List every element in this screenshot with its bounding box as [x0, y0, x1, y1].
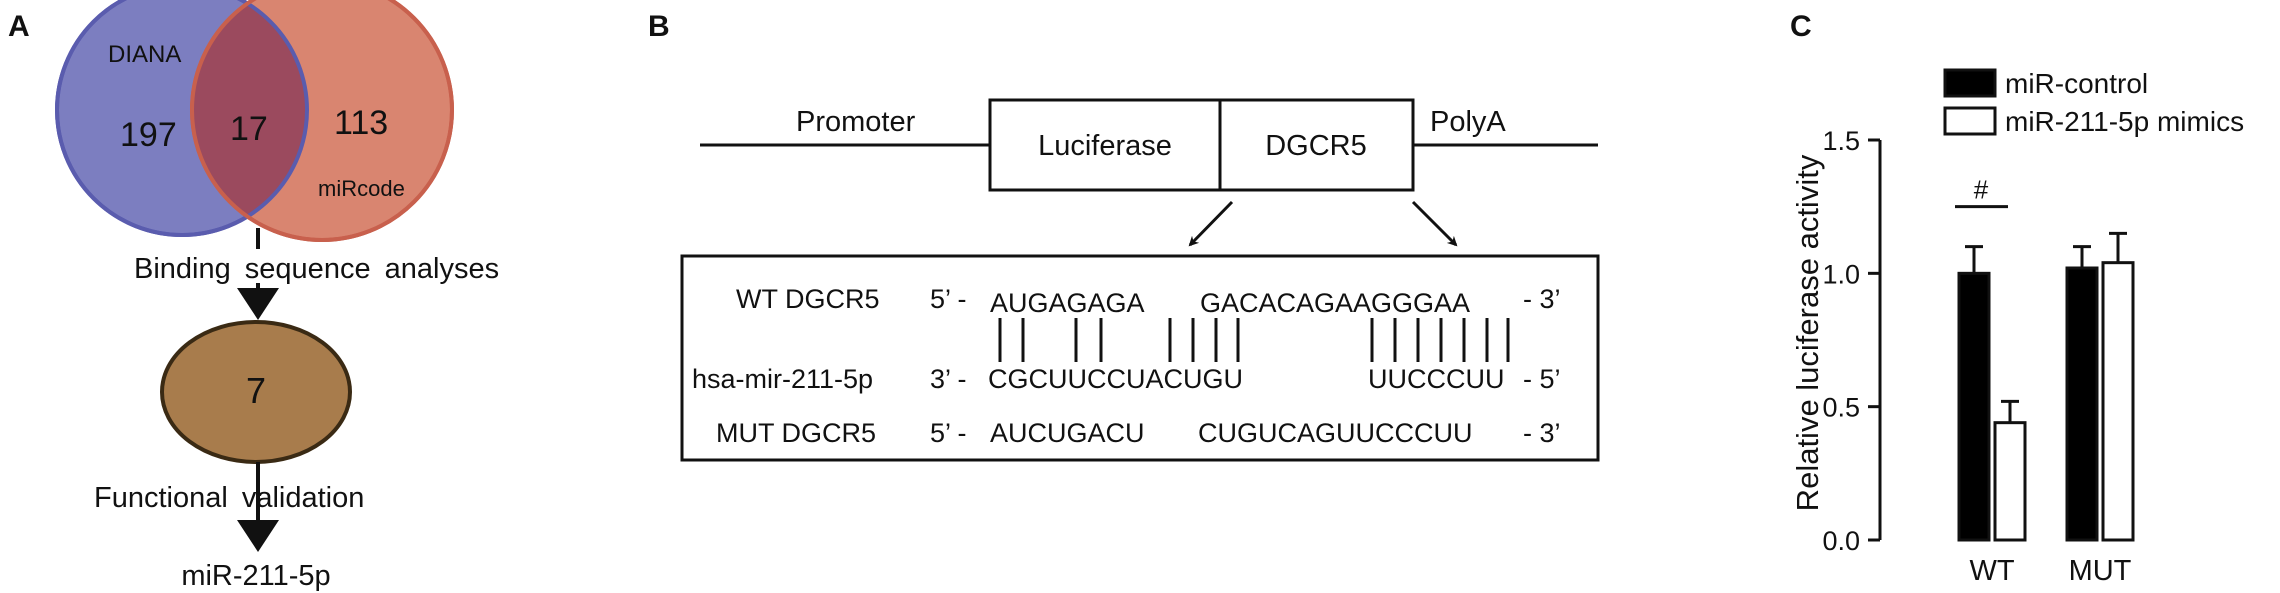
dgcr5-label: DGCR5 — [1265, 130, 1367, 162]
flow-arrow-1-head — [237, 288, 279, 320]
venn-count-diana-only: 197 — [120, 116, 177, 154]
x-tick-label: WT — [1969, 555, 2014, 587]
chart-legend: miR-control miR-211-5p mimics — [1943, 68, 2244, 137]
panel-a-label: A — [8, 10, 30, 43]
final-mirna: miR-211-5p — [181, 560, 330, 592]
y-tick-label: 0.0 — [1822, 526, 1860, 556]
result-count: 7 — [246, 370, 266, 411]
sequence-box — [680, 254, 1600, 462]
y-axis-title: Relative luciferase activity — [1790, 154, 1825, 511]
mut-end: - 3’ — [1523, 418, 1561, 448]
panel-b-label: B — [648, 10, 670, 43]
y-tick-label: 1.5 — [1822, 126, 1860, 156]
flow-step-1-bg — [133, 249, 261, 283]
y-tick-label: 1.0 — [1822, 259, 1860, 289]
flow-step-binding-analyses: Binding sequence analyses — [134, 253, 499, 285]
flow-step-2-bg — [92, 479, 256, 513]
legend-label: miR-211-5p mimics — [2005, 106, 2244, 137]
venn-intersection — [192, 0, 307, 235]
bar-wt-series-2 — [1993, 421, 2027, 542]
panel-a: A DIANA miRcode 197 17 113 Binding seque… — [8, 0, 553, 592]
panel-c: C Relative luciferase activity 0.0 0.5 1.0… — [1790, 10, 2244, 587]
flow-step-functional-validation: Functional validation — [94, 482, 364, 514]
legend-swatch — [1943, 68, 1997, 98]
venn-circle-diana-outline — [55, 0, 309, 237]
mir-name: hsa-mir-211-5p — [692, 364, 873, 394]
bar-mut-series-2 — [2101, 261, 2135, 542]
construct-box — [988, 98, 1415, 192]
mut-name: MUT DGCR5 — [716, 418, 876, 448]
base-pair-lines — [998, 318, 1510, 362]
legend-label: miR-control — [2005, 68, 2148, 99]
x-tick-label: MUT — [2069, 555, 2132, 587]
mir-seq-part2: UUCCCUU — [1368, 364, 1505, 394]
flow-arrow-2-head — [237, 520, 279, 552]
bar-mut-series-1 — [2065, 266, 2099, 542]
venn-circle-mircode-outline — [190, 0, 454, 242]
panel-b: B Promoter Luciferase DGCR5 PolyA WT DGC… — [648, 10, 1600, 462]
venn-count-mircode-only: 113 — [334, 104, 388, 142]
luciferase-label: Luciferase — [1038, 130, 1172, 162]
venn-count-intersection: 17 — [230, 110, 268, 148]
flow-step-2-bg-2 — [262, 479, 412, 513]
significance-mark: # — [1974, 175, 1989, 205]
mir-dir: 3’ - — [930, 364, 967, 394]
bar-chart: 0.0 0.5 1.0 1.5WT MUT # — [1822, 126, 2135, 587]
flow-step-1-bg-2 — [263, 249, 553, 283]
venn-label-diana: DIANA — [108, 41, 181, 68]
wt-seq-part2: GACACAGAAGGGAA — [1200, 288, 1470, 318]
panel-c-label: C — [1790, 10, 1812, 43]
wt-seq-part1: AUGAGAGA — [990, 288, 1145, 318]
arrow-left-diagonal — [1188, 200, 1234, 247]
promoter-label: Promoter — [796, 106, 916, 138]
wt-name: WT DGCR5 — [736, 284, 880, 314]
venn-label-mircode: miRcode — [318, 176, 405, 201]
mut-seq-part1: AUCUGACU — [990, 418, 1145, 448]
mir-seq-part1: CGCUUCCUACUGU — [988, 364, 1243, 394]
mut-seq-part2: CUGUCAGUUCCCUU — [1198, 418, 1473, 448]
legend-swatch — [1943, 106, 1997, 136]
mut-dir: 5’ - — [930, 418, 967, 448]
bar-wt-series-1 — [1957, 271, 1991, 542]
arrow-right-diagonal — [1411, 200, 1458, 247]
wt-end: - 3’ — [1523, 284, 1561, 314]
y-tick-label: 0.5 — [1822, 393, 1860, 423]
polya-label: PolyA — [1430, 106, 1506, 138]
mir-end: - 5’ — [1523, 364, 1561, 394]
wt-dir: 5’ - — [930, 284, 967, 314]
